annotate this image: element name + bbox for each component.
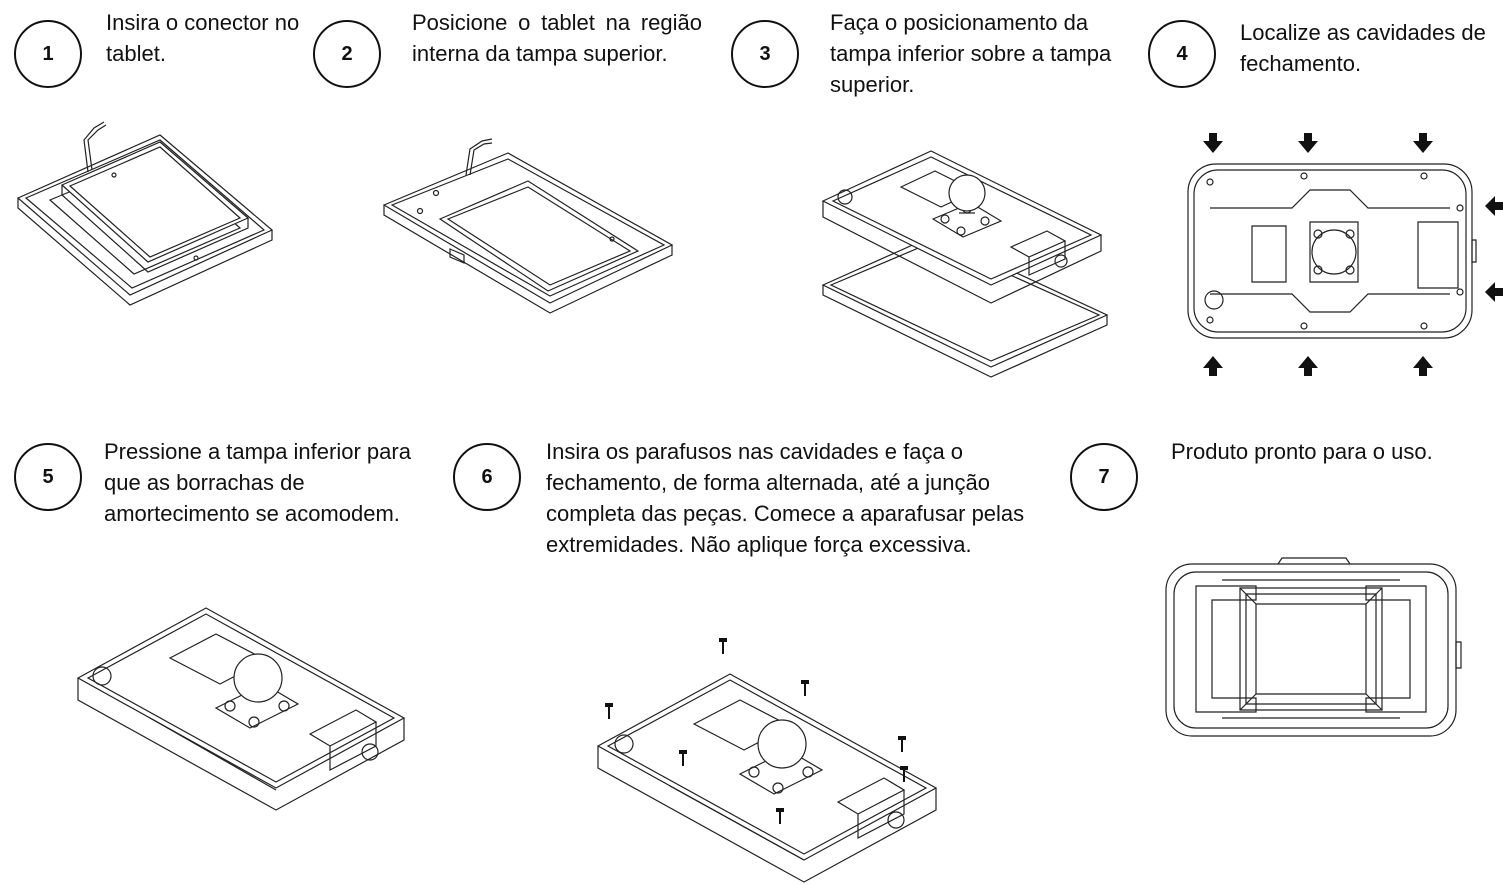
arrow-left-icon [1485,282,1503,302]
step-6-text: Insira os parafusos nas cavidades e faça… [546,439,1025,557]
step-2-illustration [380,135,680,320]
arrow-up-icon [1413,356,1433,376]
step-4-text: Localize as cavidades de fechamento. [1240,20,1486,76]
arrow-up-icon [1203,356,1223,376]
step-6-illustration [590,660,950,885]
step-6-number: 6 [453,443,521,511]
step-1-text: Insira o conector no tablet. [106,10,300,66]
step-2-text: Posicione o tablet na região interna da … [412,10,702,66]
screw-icon [898,736,906,752]
screw-icon [776,808,784,824]
step-1-illustration [10,110,280,310]
screw-icon [719,638,727,654]
step-4-number: 4 [1148,20,1216,88]
arrow-down-icon [1203,133,1223,153]
step-7-illustration [1160,552,1470,742]
step-4-illustration [1180,130,1480,380]
step-3-text: Faça o posicionamento da tampa inferior … [830,10,1112,97]
step-2-number: 2 [313,20,381,88]
step-5-text: Pressione a tampa inferior para que as b… [104,439,411,526]
step-1-number: 1 [14,20,82,88]
screw-icon [801,680,809,696]
step-7-text: Produto pronto para o uso. [1171,439,1433,464]
step-5-number: 5 [14,443,82,511]
step-7-number: 7 [1070,443,1138,511]
step-3-illustration [815,135,1115,380]
step-5-illustration [70,600,415,810]
arrow-up-icon [1298,356,1318,376]
screw-icon [605,703,613,719]
screw-icon [900,766,908,782]
step-3-number: 3 [731,20,799,88]
screw-icon [679,750,687,766]
arrow-left-icon [1485,196,1503,216]
arrow-down-icon [1298,133,1318,153]
arrow-down-icon [1413,133,1433,153]
